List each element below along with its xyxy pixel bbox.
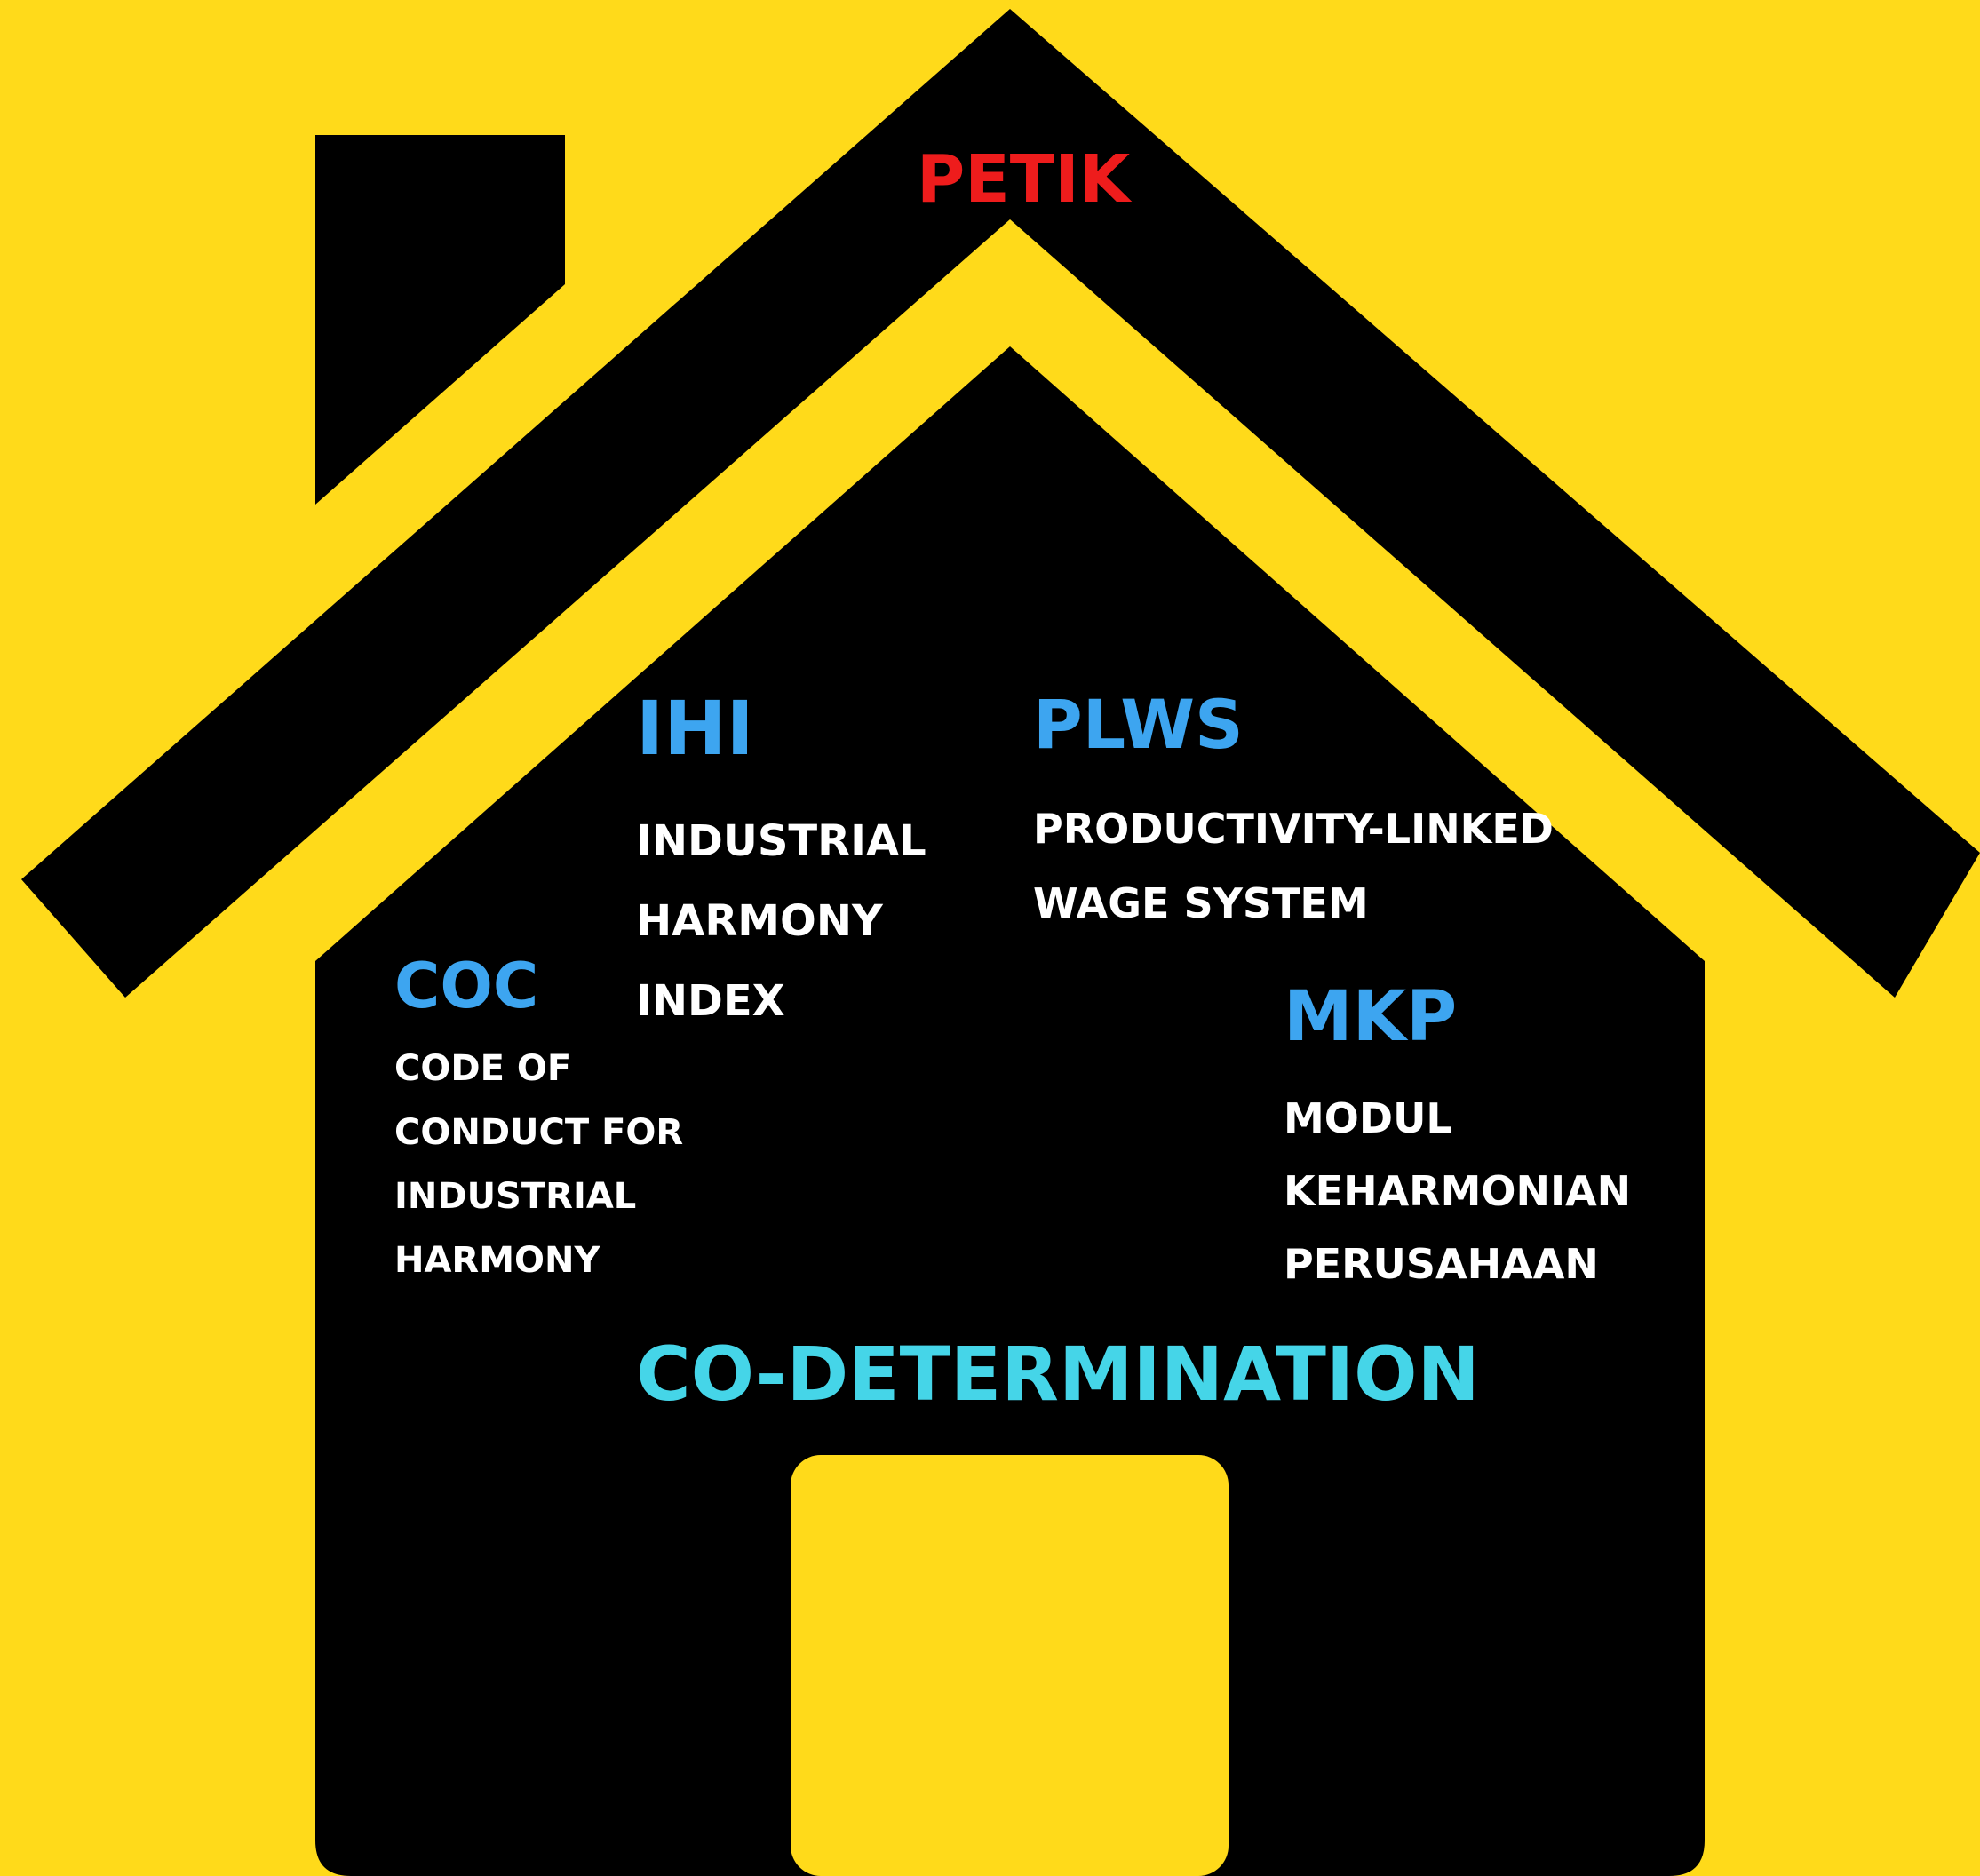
ihi-description: INDUSTRIAL HARMONY INDEX — [636, 820, 926, 1060]
house-body — [315, 346, 1705, 1876]
coc-description-line: CODE OF — [394, 1048, 572, 1089]
ihi-abbreviation: IHI — [636, 685, 754, 772]
door — [791, 1455, 1229, 1876]
mkp-description-line: MODUL — [1284, 1094, 1452, 1142]
plws-description-line: PRODUCTIVITY-LINKED — [1033, 805, 1554, 853]
roof-band — [21, 9, 1980, 998]
plws-description-line: WAGE SYSTEM — [1033, 879, 1369, 927]
coc-description-line: INDUSTRIAL — [394, 1176, 637, 1217]
co-determination-label: CO-DETERMINATION — [636, 1331, 1480, 1418]
mkp-abbreviation: MKP — [1284, 977, 1458, 1057]
coc-description-line: CONDUCT FOR — [394, 1112, 684, 1153]
plws-abbreviation: PLWS — [1033, 685, 1244, 764]
ihi-description-line: INDEX — [636, 976, 785, 1026]
diagram-title: PETIK — [917, 141, 1131, 218]
mkp-description-line: PERUSAHAAN — [1284, 1240, 1599, 1288]
mkp-description: MODUL KEHARMONIAN PERUSAHAAN — [1284, 1098, 1631, 1316]
mkp-description-line: KEHARMONIAN — [1284, 1167, 1632, 1215]
chimney — [315, 135, 565, 505]
coc-description-line: HARMONY — [394, 1240, 600, 1281]
ihi-description-line: HARMONY — [636, 896, 883, 946]
coc-description: CODE OF CONDUCT FOR INDUSTRIAL HARMONY — [394, 1051, 683, 1307]
ihi-description-line: INDUSTRIAL — [636, 816, 926, 866]
plws-description: PRODUCTIVITY-LINKED WAGE SYSTEM — [1033, 808, 1554, 958]
coc-abbreviation: COC — [394, 950, 539, 1022]
